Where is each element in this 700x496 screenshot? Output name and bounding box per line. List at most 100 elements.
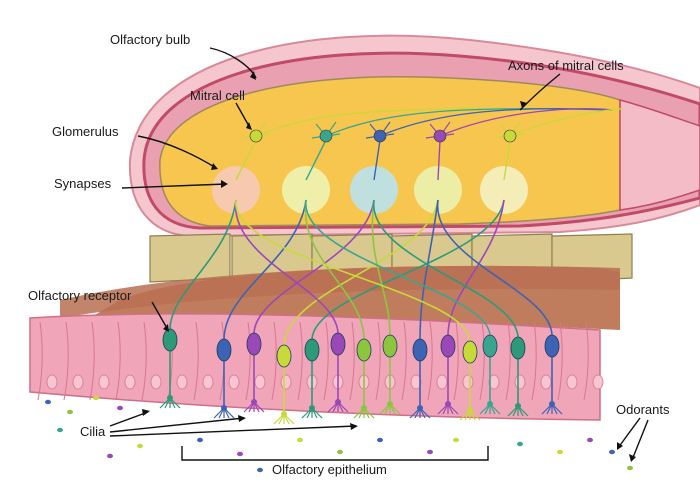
odorant-particle xyxy=(197,437,203,443)
cell-nucleus xyxy=(540,374,552,390)
cell-nucleus xyxy=(488,374,500,390)
cell-wall xyxy=(89,321,95,401)
cell-nucleus xyxy=(150,374,162,390)
cilia-knob xyxy=(167,395,173,401)
cilia-knob xyxy=(445,401,451,407)
mitral-soma xyxy=(249,129,263,143)
cell-nucleus xyxy=(176,374,188,390)
lamina-propria-top xyxy=(60,265,620,318)
pointer-odorants-1 xyxy=(617,417,641,449)
odorant-particle xyxy=(107,453,113,459)
cilia-knob xyxy=(361,405,367,411)
cell-nucleus xyxy=(254,374,266,390)
cilia-knob xyxy=(515,403,521,409)
cilia-knob xyxy=(417,405,423,411)
mitral-dendrite xyxy=(235,139,257,181)
glomerulus-3 xyxy=(350,166,398,214)
cell-nucleus xyxy=(124,374,136,390)
cell-wall xyxy=(349,321,355,401)
cell-wall xyxy=(323,321,329,401)
receptor-axon xyxy=(419,199,439,341)
cell-nucleus xyxy=(410,374,422,390)
odorant-particle xyxy=(557,449,563,455)
pointer-odorants-2 xyxy=(631,419,649,461)
cilia-knob xyxy=(221,405,227,411)
mitral-branch xyxy=(495,121,525,139)
label-mitral-cell: Mitral cell xyxy=(190,88,245,103)
odorant-particle xyxy=(117,405,123,411)
receptor-axon xyxy=(447,199,505,337)
mitral-soma xyxy=(433,129,447,143)
mitral-soma xyxy=(503,129,517,143)
odorant-particle xyxy=(609,449,615,455)
cell-wall xyxy=(37,321,43,401)
mitral-soma xyxy=(319,129,333,143)
glomerulus-2 xyxy=(282,166,330,214)
pointer-synapses xyxy=(121,183,227,189)
bulb-end-cap xyxy=(619,99,700,211)
cilia-knob xyxy=(549,401,555,407)
cilia-knob xyxy=(335,399,341,405)
receptor-soma xyxy=(412,338,428,362)
cell-wall xyxy=(193,321,199,401)
label-synapses: Synapses xyxy=(54,176,112,191)
label-odorants: Odorants xyxy=(616,402,670,417)
receptor-axon xyxy=(169,199,237,331)
mitral-dendrite xyxy=(503,139,511,181)
odorant-particle xyxy=(57,427,63,433)
odorant-particle xyxy=(137,443,143,449)
cell-nucleus xyxy=(72,374,84,390)
odorant-particle xyxy=(377,437,383,443)
cell-nucleus xyxy=(592,374,604,390)
mitral-dendrite xyxy=(373,139,381,181)
label-cilia: Cilia xyxy=(80,424,106,439)
receptor-soma xyxy=(544,334,560,358)
cell-wall xyxy=(271,321,277,401)
pointer-cilia-1 xyxy=(109,411,149,427)
receptor-axon xyxy=(305,199,491,337)
odorant-particle xyxy=(93,395,99,401)
label-olfactory-bulb: Olfactory bulb xyxy=(110,32,191,47)
cilia-knob xyxy=(281,411,287,417)
odorant-particle xyxy=(297,437,303,443)
receptor-axon xyxy=(283,199,439,347)
bone-block xyxy=(149,233,231,283)
receptor-axon xyxy=(373,199,519,339)
cilia-knob xyxy=(387,401,393,407)
glomerulus-4 xyxy=(414,166,462,214)
glomerulus-5 xyxy=(480,166,528,214)
mitral-axon xyxy=(509,108,623,137)
cell-wall xyxy=(453,321,459,401)
receptor-axon xyxy=(437,199,553,337)
receptor-axon xyxy=(253,199,375,335)
cell-wall xyxy=(63,321,69,401)
receptor-soma xyxy=(482,334,498,358)
cell-nucleus xyxy=(228,374,240,390)
mitral-branch xyxy=(425,121,455,139)
odorant-particle xyxy=(45,399,51,405)
mitral-axon xyxy=(439,108,613,137)
mitral-dendrite xyxy=(437,139,441,181)
glomerulus-1 xyxy=(212,166,260,214)
pointer-mitral-cell xyxy=(235,102,251,129)
receptor-axon xyxy=(304,199,365,341)
odorant-particle xyxy=(427,449,433,455)
cell-wall xyxy=(297,321,303,401)
odorant-particle xyxy=(517,441,523,447)
pointer-cilia-3 xyxy=(109,425,357,437)
cell-nucleus xyxy=(514,374,526,390)
mitral-dendrite xyxy=(305,139,327,181)
label-axons-of-mitral-cells: Axons of mitral cells xyxy=(508,58,624,73)
receptor-soma xyxy=(356,338,372,362)
odorant-particle xyxy=(257,467,263,473)
cell-wall xyxy=(245,321,251,401)
receptor-axon xyxy=(235,199,471,343)
receptor-soma xyxy=(246,332,262,356)
pointer-receptor xyxy=(151,301,169,331)
cilia-knob xyxy=(251,399,257,405)
odorant-particle xyxy=(453,437,459,443)
cell-wall xyxy=(557,321,563,401)
cell-wall xyxy=(505,321,511,401)
cell-nucleus xyxy=(202,374,214,390)
